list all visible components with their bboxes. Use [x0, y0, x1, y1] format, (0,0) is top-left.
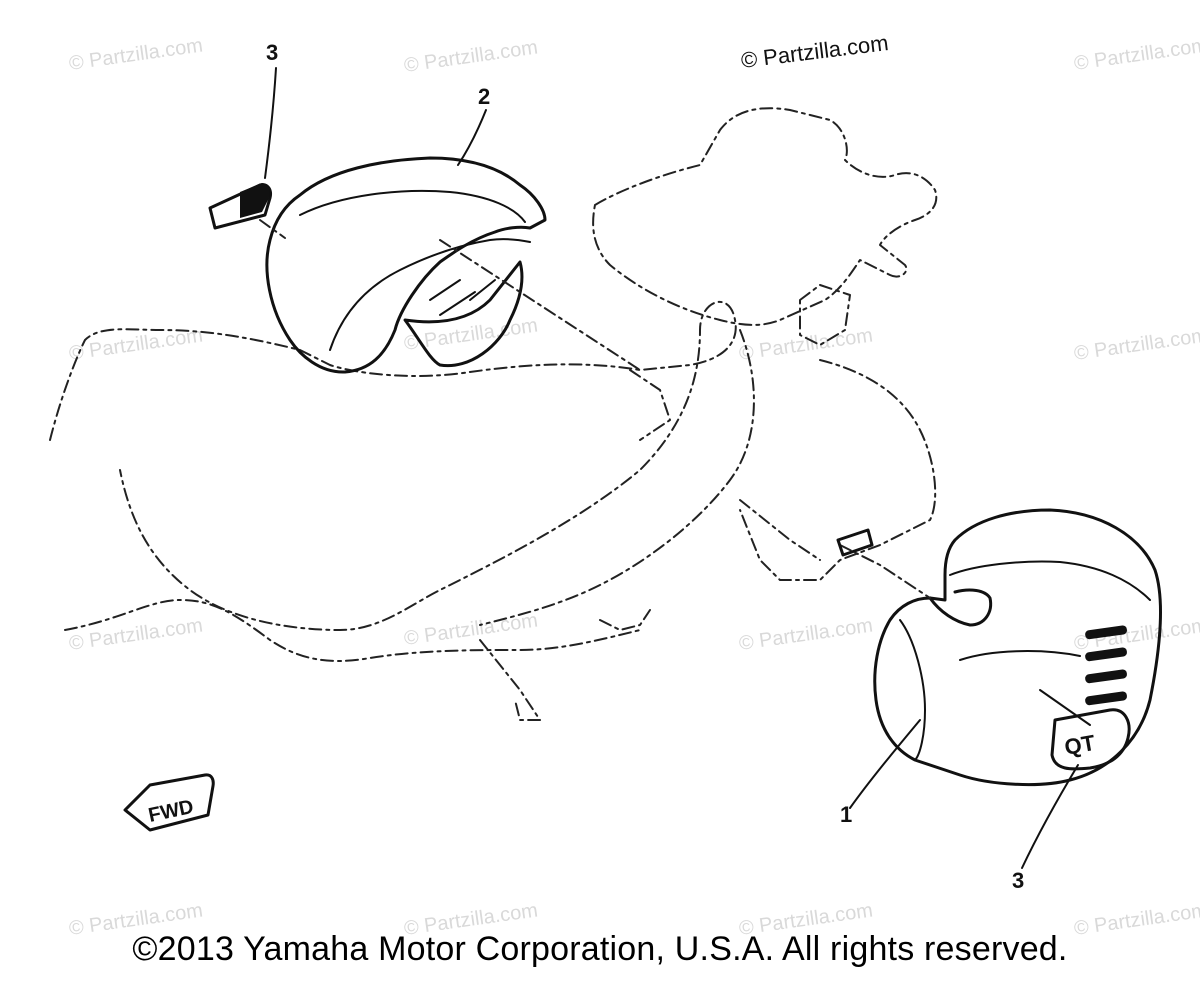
frame-bracket	[479, 639, 541, 721]
frame-outline	[49, 107, 938, 721]
qt-emblem-label: QT	[1063, 730, 1098, 760]
callout-part-3-bottom: 3	[1012, 868, 1024, 893]
tail-mount-tab	[836, 528, 874, 557]
tail-cover-side	[899, 619, 926, 761]
seat-bracket-outline	[799, 284, 851, 346]
frame-tube-upper	[479, 329, 755, 626]
watermark-layer: © Partzilla.com © Partzilla.com © Partzi…	[68, 30, 1200, 940]
watermark: © Partzilla.com	[68, 34, 205, 75]
vent-slot	[1085, 691, 1127, 706]
headlight-cover-inner	[329, 238, 531, 351]
watermark: © Partzilla.com	[403, 36, 540, 77]
tail-cover	[799, 284, 1162, 787]
headlight-cover-slot	[429, 279, 496, 316]
headlight-cover	[265, 156, 641, 374]
tank-outline	[49, 300, 737, 631]
watermark-main: © Partzilla.com	[740, 30, 890, 73]
tail-cover-top	[949, 560, 1151, 601]
headlight-cover-rim	[299, 189, 526, 223]
tail-cover-vents	[1085, 625, 1127, 706]
leader-part-1	[849, 719, 921, 809]
emblem-top-fill	[240, 183, 270, 218]
tail-cover-edge	[959, 650, 1081, 661]
qt-emblem: QT	[1050, 708, 1131, 771]
tail-cover-mount-line	[839, 544, 931, 599]
headlight-mount-line	[439, 239, 641, 371]
frame-tube-lower	[64, 599, 641, 662]
watermark: © Partzilla.com	[1073, 34, 1200, 75]
headlight-cover-shell	[265, 156, 547, 374]
leader-part-3-bottom	[1021, 764, 1079, 869]
callout-part-3-top: 3	[266, 40, 278, 65]
callouts: 3 2 1 3	[266, 40, 1024, 893]
fwd-badge-shape	[123, 773, 215, 832]
watermark: © Partzilla.com	[1073, 324, 1200, 365]
headstock-outline	[739, 359, 937, 581]
fwd-badge-label: FWD	[146, 796, 195, 827]
leader-lines	[264, 67, 1091, 869]
watermark: © Partzilla.com	[738, 614, 875, 655]
watermark: © Partzilla.com	[68, 614, 205, 655]
frame-crossbar	[739, 499, 821, 561]
vent-slot	[1085, 647, 1127, 662]
mount-line	[629, 369, 671, 441]
fwd-badge: FWD	[123, 773, 215, 832]
leader-tail-cover	[1039, 689, 1091, 726]
frame-bracket-2	[599, 609, 651, 631]
copyright-notice: ©2013 Yamaha Motor Corporation, U.S.A. A…	[132, 930, 1068, 968]
leader-part-3-top	[264, 67, 277, 179]
seat-outline	[592, 107, 938, 326]
vent-slot	[1085, 669, 1127, 684]
headlight-cover-cutout	[403, 260, 524, 368]
qt-emblem-shape	[1050, 708, 1131, 771]
watermark: © Partzilla.com	[738, 324, 875, 365]
leader-part-2	[457, 109, 487, 166]
tail-cover-notch	[928, 588, 993, 627]
emblem-top-mount-line	[259, 219, 286, 239]
vent-slot	[1085, 625, 1127, 640]
emblem-top	[208, 183, 286, 239]
tail-cover-body	[873, 508, 1162, 787]
callout-part-2: 2	[478, 84, 490, 109]
callout-part-1: 1	[840, 802, 852, 827]
